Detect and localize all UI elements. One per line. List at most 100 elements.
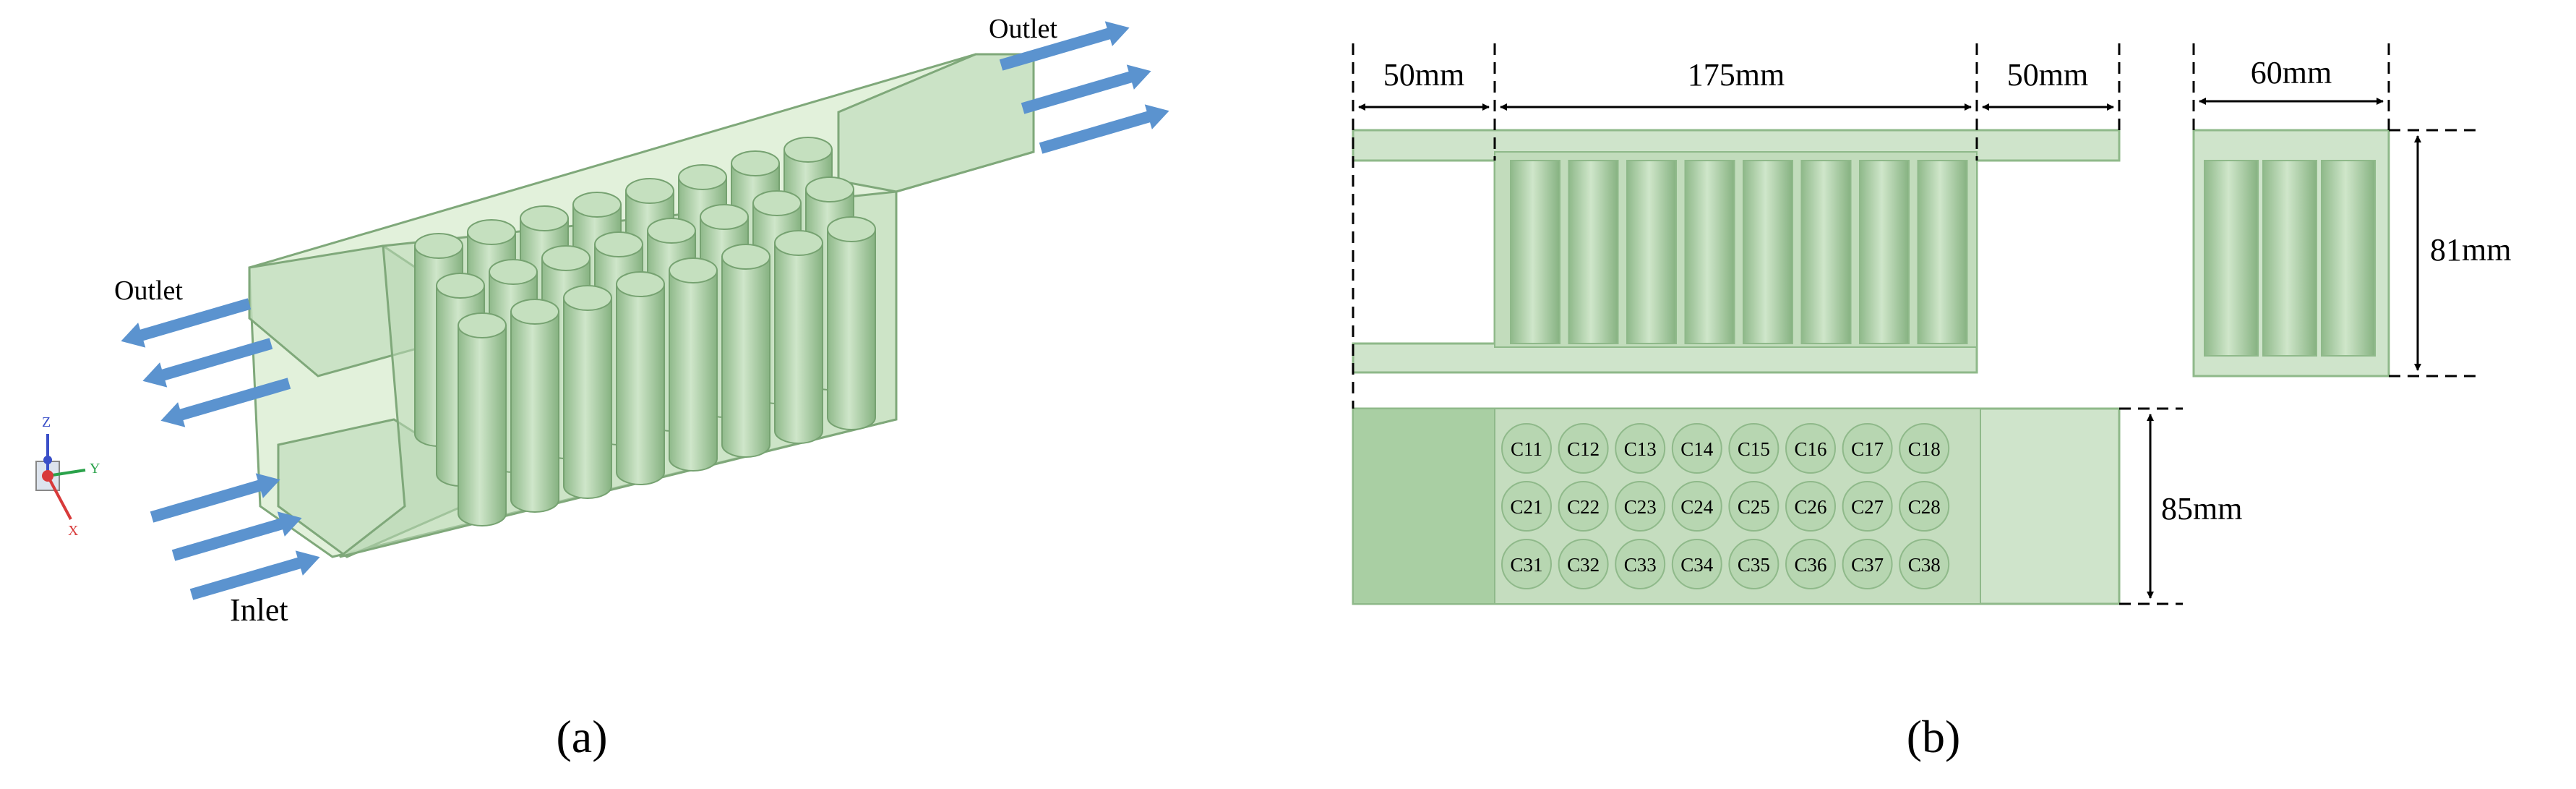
cell-circle: [1501, 539, 1552, 589]
cell-label: C24: [1680, 496, 1714, 518]
axis-triad-icon: Z Y X: [35, 414, 100, 539]
panel-b-caption: (b): [1907, 711, 1961, 762]
dim-depth-label: 85mm: [2161, 491, 2242, 526]
cell-label: C27: [1851, 496, 1884, 518]
cell-label: C23: [1624, 496, 1657, 518]
cell-label: C28: [1908, 496, 1941, 518]
top-outlet-duct: [837, 53, 1035, 193]
flow-arrow: [160, 378, 291, 427]
cell-label: C37: [1851, 554, 1884, 576]
front-cell-column: [1684, 160, 1735, 344]
cell-label: C36: [1794, 554, 1826, 576]
cell-circle: [1558, 481, 1609, 532]
cell-circle: [1728, 481, 1779, 532]
flow-arrow: [999, 21, 1130, 71]
cell-label: C13: [1624, 438, 1657, 460]
side-cell-columns: [2204, 160, 2376, 357]
iso-cell: [827, 216, 876, 430]
axis-z-label: Z: [42, 414, 51, 430]
flow-arrows: [121, 21, 1169, 600]
outlet-top-label: Outlet: [989, 14, 1057, 44]
iso-cell: [669, 257, 718, 472]
iso-cell: [458, 312, 507, 526]
cell-circle: [1785, 481, 1836, 532]
cell-circle: [1671, 539, 1722, 589]
flow-arrow: [142, 338, 273, 388]
cell-label: C33: [1624, 554, 1657, 576]
cell-label: C34: [1680, 554, 1714, 576]
cell-label: C15: [1738, 438, 1770, 460]
cell-circle: [1501, 481, 1552, 532]
cell-circle: [1615, 539, 1666, 589]
cell-label: C11: [1511, 438, 1542, 460]
iso-cell: [721, 244, 770, 458]
front-cell-column: [1626, 160, 1677, 344]
cell-label: C12: [1567, 438, 1600, 460]
side-cell-column: [2204, 160, 2259, 357]
left-outlet-arrows: [121, 298, 291, 427]
cell-label: C16: [1794, 438, 1826, 460]
cell-circle: [1501, 423, 1552, 474]
cell-circle: [1558, 539, 1609, 589]
inlet-label: Inlet: [230, 592, 288, 628]
panel-a-isometric: Outlet Outlet Inlet Z Y X (a): [35, 14, 1169, 762]
panel-a-caption: (a): [556, 711, 607, 762]
axis-x-label: X: [68, 523, 79, 539]
cell-circle: [1671, 423, 1722, 474]
front-cell-column: [1800, 160, 1852, 344]
front-cell-column: [1743, 160, 1793, 344]
side-view: [2192, 129, 2390, 378]
front-cell-column: [1859, 160, 1910, 344]
cell-label: C38: [1908, 554, 1941, 576]
flow-arrow: [121, 298, 252, 348]
cell-circle: [1615, 423, 1666, 474]
cell-circle: [1899, 481, 1950, 532]
iso-cell: [774, 230, 823, 444]
inlet-arrows: [150, 473, 320, 600]
iso-cell: [616, 271, 665, 485]
cell-circle: [1728, 423, 1779, 474]
isometric-cells: [414, 137, 876, 526]
side-cell-column: [2262, 160, 2317, 357]
top-outlet-arrows: [999, 21, 1169, 154]
cell-label: C26: [1794, 496, 1826, 518]
flow-arrow: [189, 550, 320, 600]
flow-arrow: [1021, 64, 1151, 114]
side-cell-column: [2321, 160, 2376, 357]
dimension-extension-lines: [1352, 43, 2479, 605]
plan-left-plenum: [1352, 408, 1495, 605]
cell-circle: [1558, 423, 1609, 474]
cell-label: C25: [1738, 496, 1770, 518]
dimension-arrows: [1358, 98, 2421, 599]
front-cell-column: [1568, 160, 1619, 344]
cell-circle: [1671, 481, 1722, 532]
cell-label: C35: [1738, 554, 1770, 576]
flow-arrow: [150, 473, 280, 523]
axis-y-label: Y: [90, 461, 100, 477]
cell-circle: [1615, 481, 1666, 532]
cell-circle: [1899, 539, 1950, 589]
flow-arrow: [1039, 104, 1169, 154]
cell-circle: [1842, 539, 1893, 589]
dimension-labels: 50mm 175mm 50mm 60mm 81mm 85mm: [1383, 55, 2512, 526]
dim-height-label: 81mm: [2430, 232, 2511, 268]
cell-label: C22: [1567, 496, 1600, 518]
front-cell-columns: [1510, 160, 1968, 344]
cell-circle: [1728, 539, 1779, 589]
cell-label: C14: [1680, 438, 1714, 460]
cell-circle: [1842, 423, 1893, 474]
iso-cell: [510, 299, 559, 513]
dim-width-label: 60mm: [2251, 55, 2332, 90]
front-cell-column: [1510, 160, 1560, 344]
cell-label: C17: [1851, 438, 1884, 460]
cell-label: C31: [1510, 554, 1542, 576]
front-elevation: [1352, 129, 2121, 374]
cell-circle: [1785, 539, 1836, 589]
cell-label: C18: [1908, 438, 1941, 460]
cell-label: C21: [1510, 496, 1542, 518]
dim-right-plenum-label: 50mm: [2007, 57, 2088, 93]
